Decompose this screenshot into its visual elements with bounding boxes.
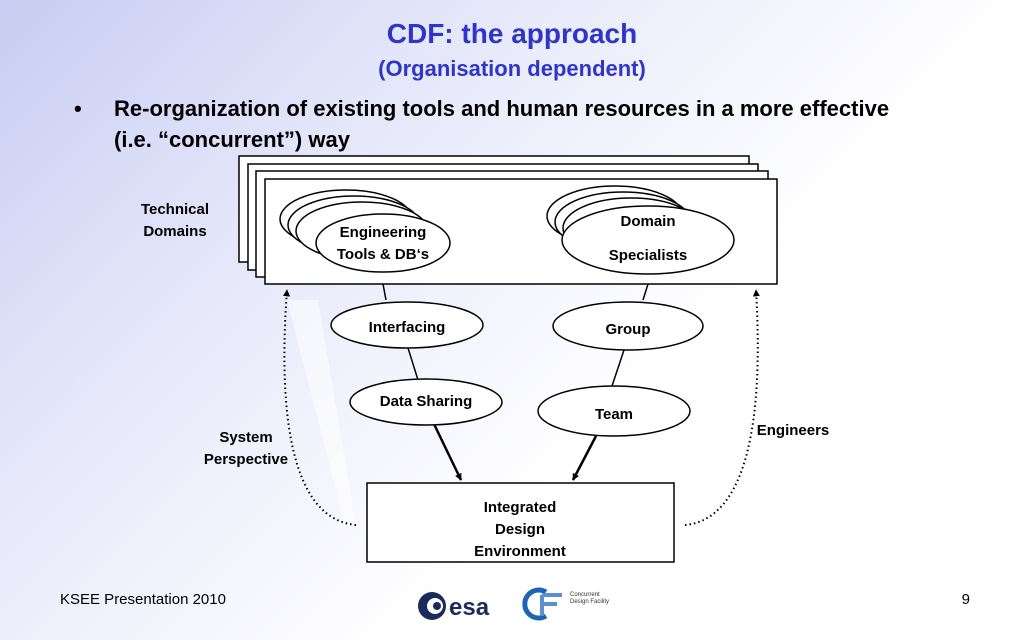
technical-domains-label-2: Domains: [143, 223, 206, 240]
data-sharing-label: Data Sharing: [380, 393, 473, 410]
line-interfacing-datasharing: [407, 347, 419, 381]
slide-subtitle: (Organisation dependent): [378, 56, 646, 81]
bullet-text: Re-organization of existing tools and hu…: [114, 96, 890, 152]
data-sharing-ellipse: [349, 378, 503, 426]
specialists-ellipse-front: [561, 205, 735, 275]
ide-label-1: Integrated: [484, 499, 557, 516]
ide-box: [366, 482, 675, 563]
team-ellipse: [537, 385, 691, 437]
system-perspective-label-1: System: [219, 429, 272, 446]
cdf-logo: Concurrent Design Facility: [522, 587, 609, 621]
page-number: 9: [961, 591, 970, 608]
bullet-point: • Re-organization of existing tools and …: [74, 93, 904, 155]
slide-title: CDF: the approach: [386, 18, 638, 49]
arrow-team-ide: [571, 435, 598, 481]
system-perspective-label-2: Perspective: [204, 451, 288, 468]
line-group-team: [611, 349, 625, 387]
tools-ellipse-front: [315, 213, 451, 273]
esa-logo-text: esa: [449, 594, 490, 621]
cdf-logo-text-1: Concurrent: [570, 592, 600, 598]
team-label: Team: [595, 406, 633, 423]
engineers-label: Engineers: [757, 422, 830, 439]
domain-specialists-label-2: Specialists: [609, 247, 687, 264]
arrow-datasharing-ide: [432, 423, 463, 481]
left-beam: [287, 300, 356, 525]
footer-presentation-label: KSEE Presentation 2010: [60, 591, 226, 608]
interfacing-label: Interfacing: [369, 319, 446, 336]
ide-label-2: Design: [495, 521, 545, 538]
domain-specialists-label-1: Domain: [620, 213, 675, 230]
line-tools-interfacing: [382, 283, 387, 301]
group-label: Group: [606, 321, 651, 338]
line-specialists-group: [642, 283, 649, 301]
bullet-marker: •: [74, 96, 82, 121]
ide-label-3: Environment: [474, 543, 566, 560]
cdf-logo-f-mark: [540, 593, 562, 616]
group-ellipse: [552, 301, 704, 351]
cdf-logo-text-2: Design Facility: [570, 599, 609, 605]
right-beam: [683, 300, 745, 525]
esa-logo: esa: [418, 592, 490, 621]
interfacing-ellipse: [330, 301, 484, 349]
cdf-logo-c-mark: [522, 587, 548, 621]
engineering-tools-label-2: Tools & DB‘s: [337, 246, 429, 263]
esa-logo-mark-dot: [433, 602, 441, 610]
engineering-tools-label-1: Engineering: [340, 224, 427, 241]
technical-domains-label-1: Technical: [141, 201, 209, 218]
